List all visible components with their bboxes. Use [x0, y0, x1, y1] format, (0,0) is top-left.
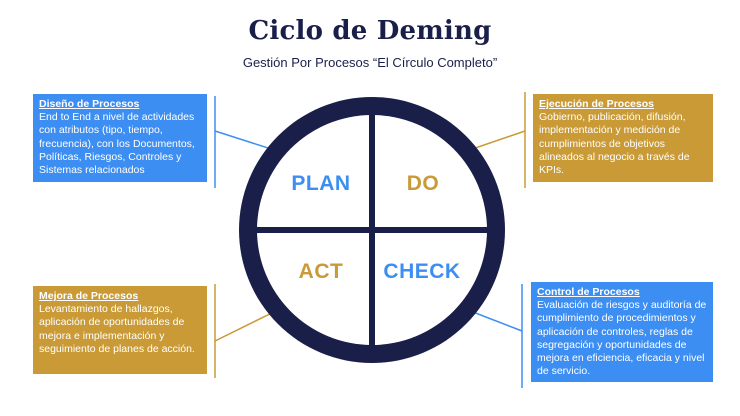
quadrant-check: CHECK	[383, 260, 461, 283]
box-mejora-body: Levantamiento de hallazgos, aplicación d…	[39, 303, 195, 355]
quadrant-do: DO	[406, 172, 440, 195]
box-ejecucion-procesos: Ejecución de Procesos Gobierno, publicac…	[533, 94, 713, 182]
box-mejora-procesos: Mejora de Procesos Levantamiento de hall…	[33, 286, 207, 374]
box-diseno-procesos: Diseño de Procesos End to End a nivel de…	[33, 94, 207, 182]
page-subtitle: Gestión Por Procesos “El Círculo Complet…	[242, 55, 498, 70]
box-control-heading: Control de Procesos	[537, 286, 640, 298]
box-control-body: Evaluación de riesgos y auditoría de cum…	[537, 299, 707, 378]
box-diseno-body: End to End a nivel de actividades con at…	[39, 111, 195, 177]
divider-horizontal	[256, 227, 488, 233]
page-title: Ciclo de Deming	[248, 16, 492, 46]
quadrant-plan: PLAN	[291, 172, 351, 195]
box-diseno-heading: Diseño de Procesos	[39, 98, 140, 110]
box-mejora-heading: Mejora de Procesos	[39, 290, 139, 302]
box-ejecucion-body: Gobierno, publicación, difusión, impleme…	[539, 111, 690, 177]
box-control-procesos: Control de Procesos Evaluación de riesgo…	[531, 282, 713, 382]
quadrant-act: ACT	[298, 260, 344, 283]
box-ejecucion-heading: Ejecución de Procesos	[539, 98, 654, 110]
